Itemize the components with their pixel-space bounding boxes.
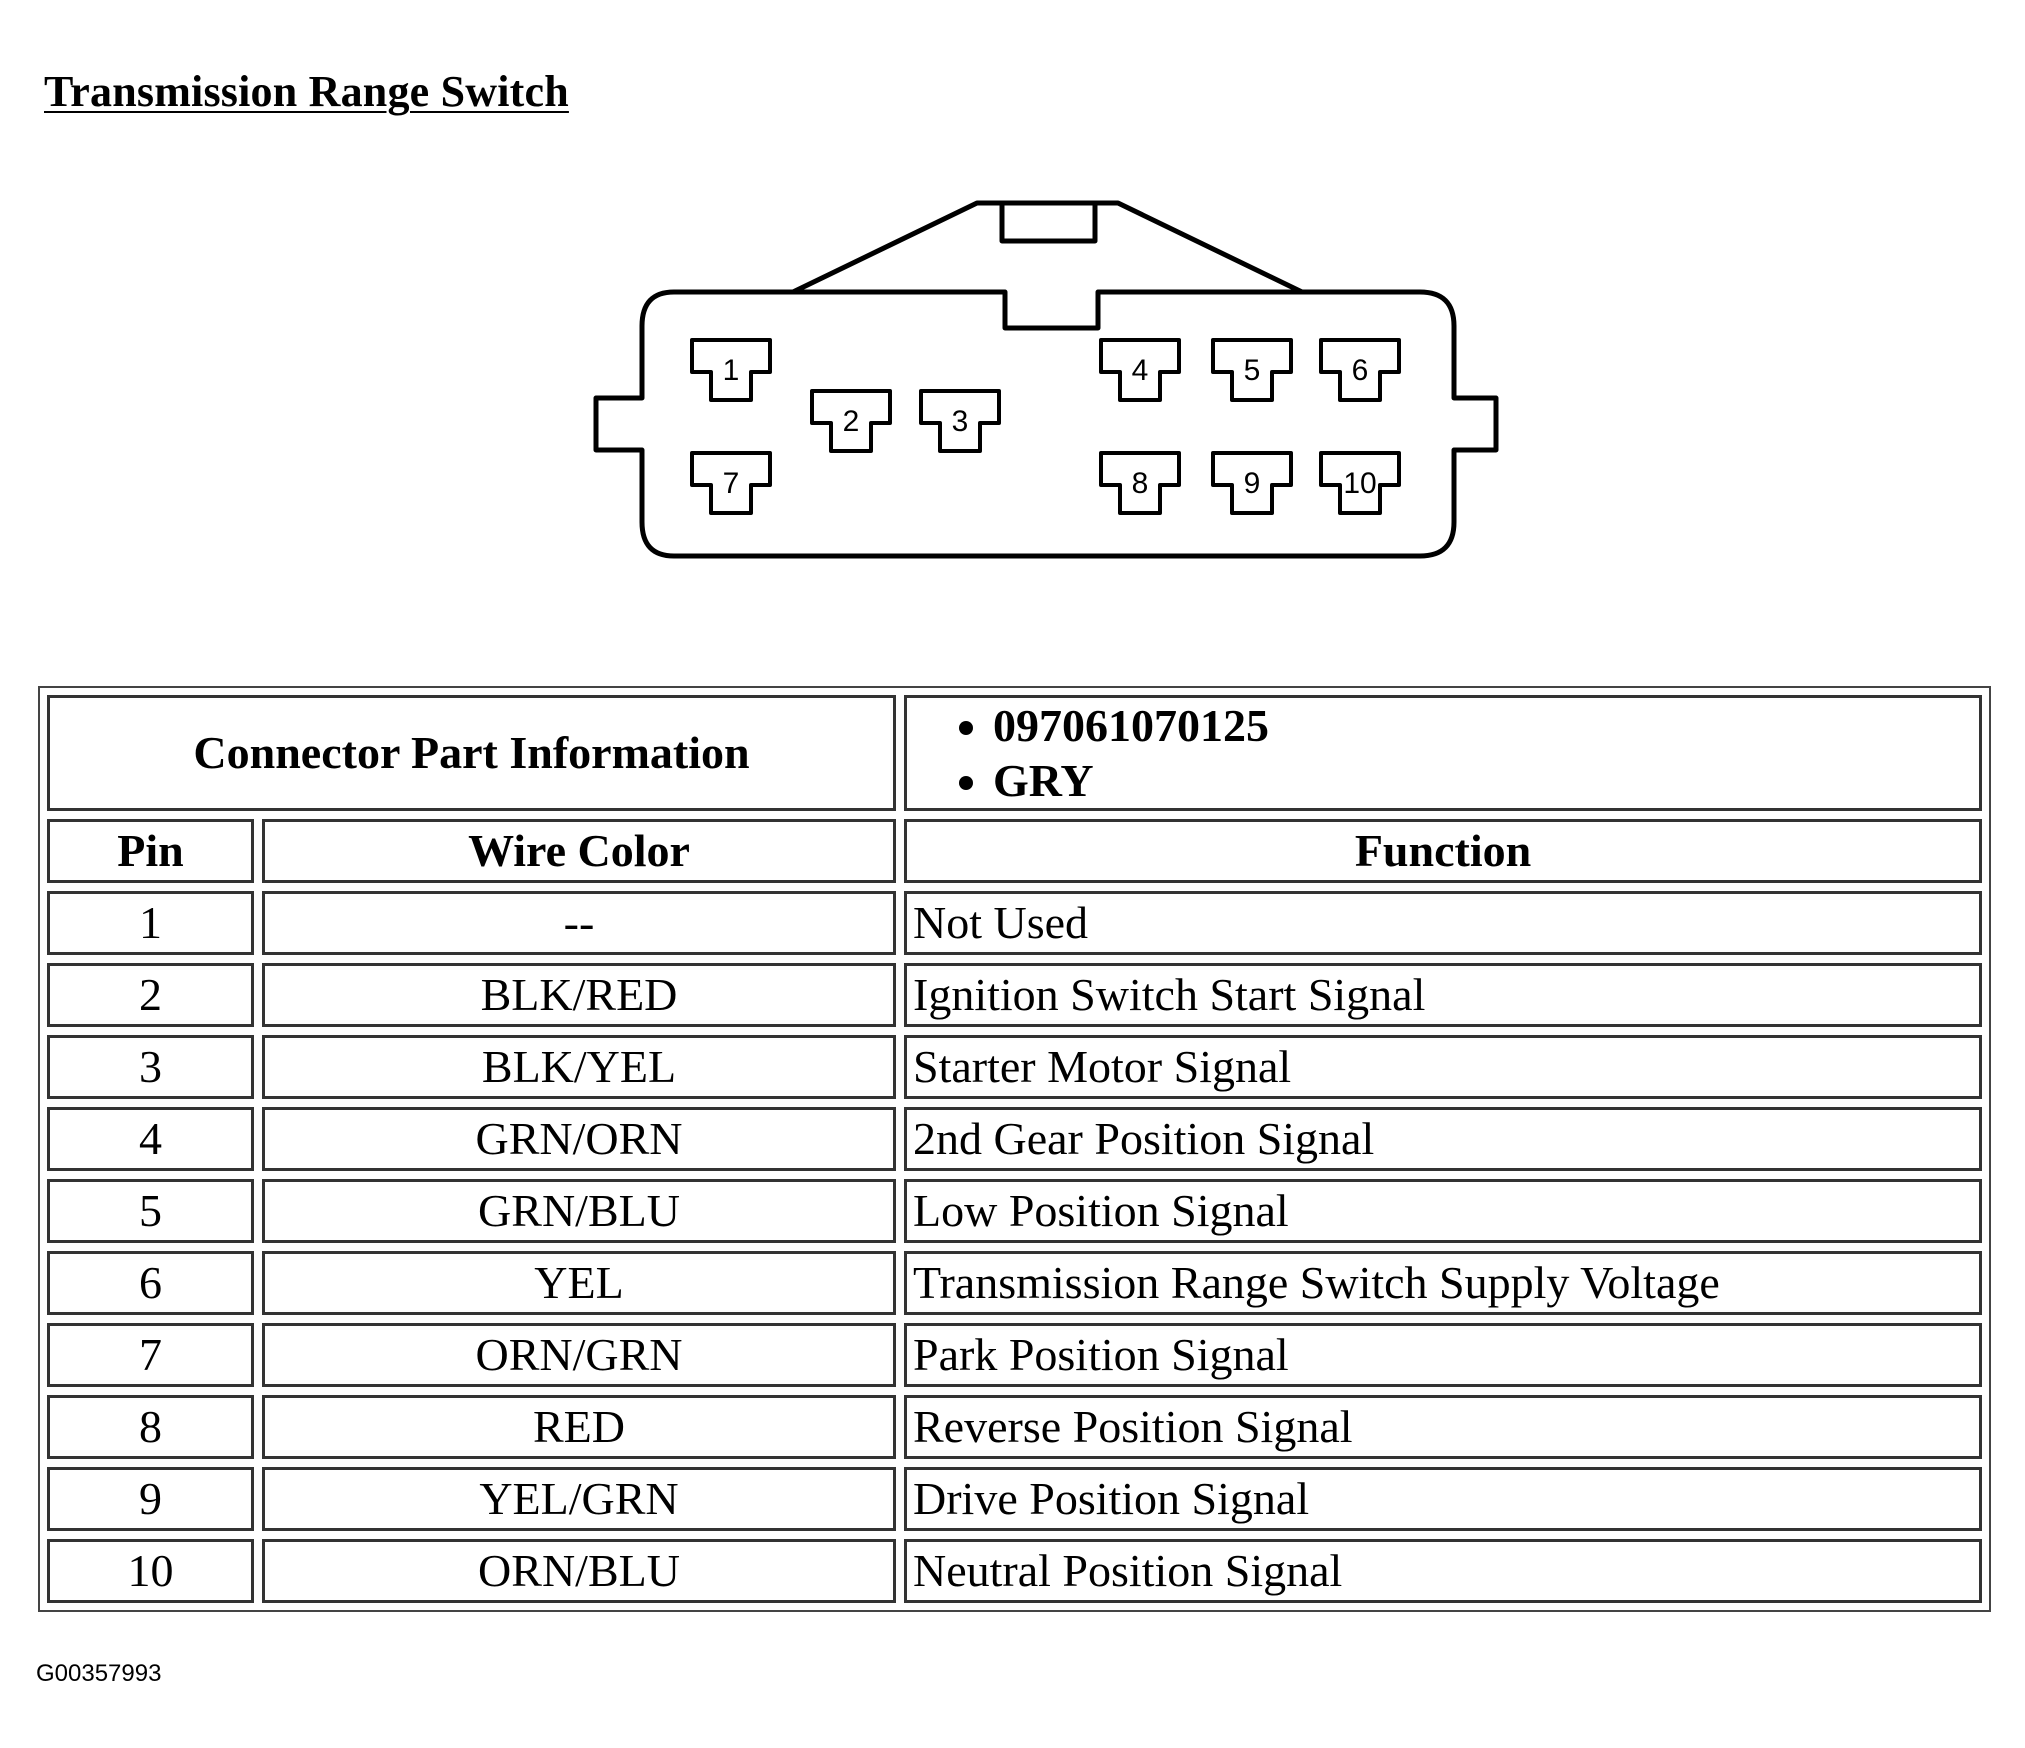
function-cell: Transmission Range Switch Supply Voltage [904,1251,1982,1315]
wire-color-cell: GRN/BLU [262,1179,896,1243]
pin-cavities: 1 2 3 4 5 6 7 8 9 10 [690,338,1401,515]
header-function: Function [904,819,1982,883]
wire-color-cell: BLK/RED [262,963,896,1027]
connector-latch [791,200,1304,295]
pin-cavity-outline [810,389,892,453]
connector-info-row: Connector Part Information 097061070125 … [47,695,1982,811]
table-header-row: Pin Wire Color Function [47,819,1982,883]
connector-pin-7: 7 [690,451,772,515]
pin-cavity-outline [1099,338,1181,402]
header-pin: Pin [47,819,254,883]
pin-number-label: 5 [1244,354,1261,387]
pin-cell: 8 [47,1395,254,1459]
pin-cell: 4 [47,1107,254,1171]
pin-cell: 1 [47,891,254,955]
pin-cell: 2 [47,963,254,1027]
connector-part-information-label: Connector Part Information [47,695,896,811]
pin-cell: 7 [47,1323,254,1387]
pin-cavity-outline [1211,338,1293,402]
connector-part-information-values: 097061070125 GRY [904,695,1982,811]
connector-body [593,289,1499,559]
function-cell: Neutral Position Signal [904,1539,1982,1603]
pin-cavity-outline [1319,338,1401,402]
pin-cavity-outline [690,451,772,515]
table-row: 1--Not Used [47,891,1982,955]
connector-pin-5: 5 [1211,338,1293,402]
pin-number-label: 6 [1352,354,1369,387]
wire-color-cell: YEL/GRN [262,1467,896,1531]
pin-number-label: 4 [1132,354,1149,387]
connector-pin-1: 1 [690,338,772,402]
function-cell: Starter Motor Signal [904,1035,1982,1099]
wire-color-cell: ORN/BLU [262,1539,896,1603]
connector-pin-9: 9 [1211,451,1293,515]
function-cell: 2nd Gear Position Signal [904,1107,1982,1171]
function-cell: Park Position Signal [904,1323,1982,1387]
connector-pin-3: 3 [919,389,1001,453]
pin-number-label: 1 [723,354,740,387]
header-wire-color: Wire Color [262,819,896,883]
pin-cavity-outline [919,389,1001,453]
connector-pin-6: 6 [1319,338,1401,402]
wire-color-cell: -- [262,891,896,955]
wire-color-cell: RED [262,1395,896,1459]
pin-table-frame: Connector Part Information 097061070125 … [38,686,1991,1612]
connector-pin-2: 2 [810,389,892,453]
pin-cell: 3 [47,1035,254,1099]
connector-pin-4: 4 [1099,338,1181,402]
function-cell: Low Position Signal [904,1179,1982,1243]
pin-cavity-outline [1099,451,1181,515]
pin-cavity-outline [690,338,772,402]
connector-pin-10: 10 [1319,451,1401,515]
pin-number-label: 9 [1244,467,1261,500]
wire-color-cell: YEL [262,1251,896,1315]
connector-diagram: 1 2 3 4 5 6 7 8 9 10 [593,200,1499,559]
pin-cell: 5 [47,1179,254,1243]
function-cell: Reverse Position Signal [904,1395,1982,1459]
pin-number-label: 3 [952,405,969,438]
pin-number-label: 10 [1343,467,1376,500]
page-title: Transmission Range Switch [44,67,569,116]
connector-color: GRY [993,753,1973,808]
function-cell: Drive Position Signal [904,1467,1982,1531]
pin-cell: 6 [47,1251,254,1315]
wire-color-cell: GRN/ORN [262,1107,896,1171]
pin-table: Connector Part Information 097061070125 … [39,687,1990,1611]
wire-color-cell: BLK/YEL [262,1035,896,1099]
pin-number-label: 8 [1132,467,1149,500]
pin-number-label: 2 [843,405,860,438]
figure-id: G00357993 [36,1660,162,1687]
function-cell: Not Used [904,891,1982,955]
wire-color-cell: ORN/GRN [262,1323,896,1387]
pin-number-label: 7 [723,467,740,500]
function-cell: Ignition Switch Start Signal [904,963,1982,1027]
pin-cell: 9 [47,1467,254,1531]
connector-pin-8: 8 [1099,451,1181,515]
connector-latch-notch [999,203,1098,244]
part-number: 097061070125 [993,698,1973,753]
pin-cavity-outline [1211,451,1293,515]
pin-cell: 10 [47,1539,254,1603]
pin-cavity-outline [1319,451,1401,515]
